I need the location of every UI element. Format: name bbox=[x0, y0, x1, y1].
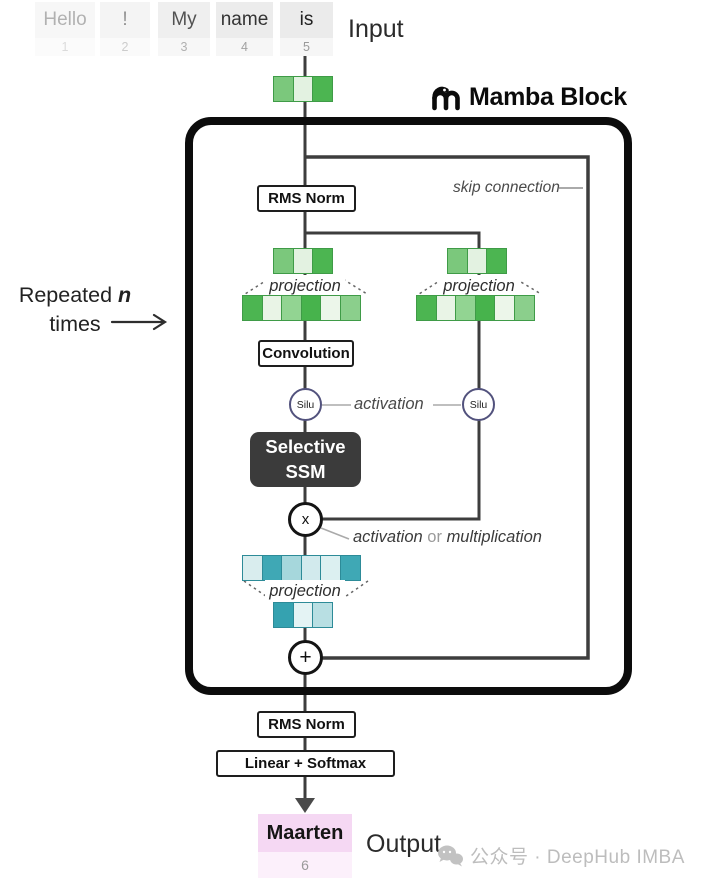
left-branch-vector-small bbox=[273, 248, 333, 274]
vector-cell bbox=[435, 295, 457, 321]
repeat-times: times bbox=[49, 312, 101, 337]
right-branch-vector-expanded bbox=[416, 295, 535, 321]
output-arrowhead bbox=[295, 798, 315, 813]
projection-label-right: projection bbox=[439, 275, 519, 297]
multiplication-pointer bbox=[320, 527, 350, 540]
mult-label-multiplication: multiplication bbox=[446, 528, 542, 546]
vector-cell bbox=[292, 602, 314, 628]
vector-cell bbox=[474, 295, 496, 321]
vector-cell bbox=[312, 76, 333, 102]
input-token-4: name 4 bbox=[216, 2, 273, 56]
output-token-number: 6 bbox=[258, 852, 352, 878]
output-vector-small bbox=[273, 602, 333, 628]
mamba-block-title-text: Mamba Block bbox=[469, 82, 627, 111]
silu-right-circle: Silu bbox=[462, 388, 495, 421]
mamba-block-title: Mamba Block bbox=[430, 82, 627, 112]
rms-norm-top-box: RMS Norm bbox=[257, 185, 356, 212]
vector-cell bbox=[281, 295, 302, 321]
token-text: name bbox=[216, 2, 273, 38]
vector-cell bbox=[312, 248, 333, 274]
vector-cell bbox=[513, 295, 535, 321]
vector-cell bbox=[447, 248, 468, 274]
vector-cell bbox=[339, 555, 361, 581]
token-number: 2 bbox=[100, 38, 150, 56]
input-token-5: is 5 bbox=[280, 2, 333, 56]
repeat-n: n bbox=[118, 283, 132, 307]
vector-cell bbox=[292, 76, 314, 102]
mult-label-or: or bbox=[422, 528, 447, 546]
vector-cell bbox=[466, 248, 488, 274]
token-text: ! bbox=[100, 2, 150, 38]
vector-cell bbox=[416, 295, 437, 321]
vector-cell bbox=[320, 555, 341, 581]
activation-label: activation bbox=[354, 395, 424, 413]
output-token-text: Maarten bbox=[258, 814, 352, 852]
wechat-icon bbox=[438, 845, 463, 866]
repeat-arrow bbox=[110, 313, 168, 331]
vector-cell bbox=[486, 248, 507, 274]
vector-cell bbox=[281, 555, 302, 581]
repeat-n-times-label: Repeated n times bbox=[6, 281, 144, 339]
snake-eye bbox=[443, 88, 446, 92]
rms-norm-bottom-box: RMS Norm bbox=[257, 711, 356, 738]
projection-label-left: projection bbox=[265, 275, 345, 297]
token-number: 5 bbox=[280, 38, 333, 56]
repeat-text: Repeated bbox=[18, 283, 119, 307]
add-circle: + bbox=[288, 640, 323, 675]
vector-cell bbox=[300, 295, 322, 321]
skip-connection-label: skip connection bbox=[453, 179, 560, 196]
input-embedding-vector bbox=[273, 76, 333, 102]
token-text: is bbox=[280, 2, 333, 38]
mult-label-activation: activation bbox=[353, 528, 423, 546]
convolution-box: Convolution bbox=[258, 340, 354, 367]
mamba-snake-icon bbox=[432, 86, 460, 111]
left-branch-vector-expanded bbox=[242, 295, 361, 321]
ssm-line2: SSM bbox=[285, 460, 326, 482]
ssm-line1: Selective bbox=[265, 435, 346, 457]
token-text: Hello bbox=[35, 2, 95, 38]
watermark-text: 公众号 · DeepHub IMBA bbox=[470, 847, 685, 868]
gate-branch-line bbox=[305, 231, 481, 521]
vector-cell bbox=[273, 602, 294, 628]
token-text: My bbox=[158, 2, 210, 38]
vector-cell bbox=[261, 555, 283, 581]
vector-cell bbox=[273, 76, 294, 102]
token-number: 3 bbox=[158, 38, 210, 56]
vector-cell bbox=[494, 295, 515, 321]
vector-cell bbox=[320, 295, 341, 321]
vector-cell bbox=[242, 555, 263, 581]
vector-cell bbox=[339, 295, 361, 321]
output-vector-expanded bbox=[242, 555, 361, 581]
linear-softmax-box: Linear + Softmax bbox=[216, 750, 395, 777]
input-token-2: ! 2 bbox=[100, 2, 150, 56]
projection-label-bottom: projection bbox=[265, 580, 345, 602]
vector-cell bbox=[312, 602, 333, 628]
vector-cell bbox=[242, 295, 263, 321]
input-token-3: My 3 bbox=[158, 2, 210, 56]
token-number: 4 bbox=[216, 38, 273, 56]
vector-cell bbox=[292, 248, 314, 274]
output-label: Output bbox=[366, 830, 442, 858]
vector-cell bbox=[261, 295, 283, 321]
silu-left-circle: Silu bbox=[289, 388, 322, 421]
activation-or-multiplication-label: activation or multiplication bbox=[353, 528, 542, 547]
right-branch-vector-small bbox=[447, 248, 507, 274]
token-number: 1 bbox=[35, 38, 95, 56]
output-token: Maarten 6 bbox=[258, 814, 352, 878]
multiply-circle: x bbox=[288, 502, 323, 537]
vector-cell bbox=[273, 248, 294, 274]
vector-cell bbox=[455, 295, 476, 321]
input-label: Input bbox=[348, 15, 404, 43]
vector-cell bbox=[300, 555, 322, 581]
skip-connection-line bbox=[305, 155, 590, 660]
watermark: 公众号 · DeepHub IMBA bbox=[437, 842, 685, 869]
input-token-1: Hello 1 bbox=[35, 2, 95, 56]
mamba-block-frame bbox=[185, 117, 632, 695]
